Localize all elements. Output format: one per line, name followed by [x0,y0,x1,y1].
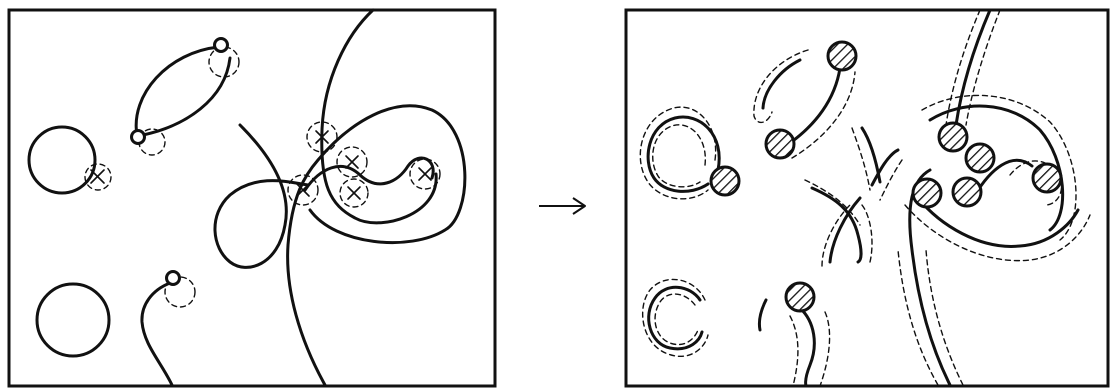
right-contour-outer [753,49,809,123]
right-cross-stroke [860,126,882,184]
left-endpoint-marker [208,46,240,78]
right-contour-outer [791,71,856,159]
left-closed-loop-bottom [35,282,111,358]
left-open-endpoint [213,37,229,53]
left-endpoint-marker [164,276,196,308]
right-short-arc [761,58,802,110]
left-open-endpoint [130,129,146,145]
left-open-endpoint [165,270,181,286]
right-long-curve [954,8,992,127]
right-contour-inner [652,124,706,188]
right-cross-stroke [828,196,862,264]
right-open-loop-top [646,115,721,193]
right-contour-outer [789,315,799,387]
right-spiral-outer [928,104,1065,232]
right-arc-to-endpoint [788,66,842,145]
right-cross-stroke [870,148,900,187]
left-arc-upper [134,45,221,137]
left-hook-curve [140,281,174,387]
right-contour-outer [642,278,709,357]
left-crossing-markers [287,121,441,208]
left-figure-eight [303,156,435,192]
right-contour-outer [819,311,831,387]
right-spiral-inner [916,196,1080,248]
right-hatched-endpoint [784,281,816,313]
right-hook-curve [798,306,816,388]
left-arc-lower [141,56,232,137]
right-contour-outer [945,9,1001,126]
right-contour-outer [804,179,873,267]
right-hatched-endpoint [709,165,741,197]
right-small-stub [757,298,768,332]
right-hatched-endpoint [826,40,858,72]
left-junction-cross [90,169,105,184]
right-contour-inner [654,293,699,346]
right-open-loop-bottom [647,285,704,351]
right-contour-outer [904,204,1091,262]
left-closed-loop-top [27,125,97,195]
left-long-curve [320,8,438,225]
right-contour-outer [921,94,1077,241]
right-contour-inner [1009,160,1063,206]
right-panel-frame [624,8,1110,388]
left-loop-curve [213,123,310,269]
right-contour-outer [897,249,964,386]
left-panel [7,8,497,388]
right-panel [624,8,1110,388]
left-panel-frame [7,8,497,388]
right-contour-outer [851,127,903,201]
right-hatched-endpoints [911,121,1063,209]
transform-arrow [539,197,586,215]
left-spiral-curve [286,104,467,387]
right-cross-stroke [810,186,863,264]
right-hatched-endpoint [764,128,796,160]
right-contour-outer [639,106,717,200]
left-junction-marker [84,163,112,191]
